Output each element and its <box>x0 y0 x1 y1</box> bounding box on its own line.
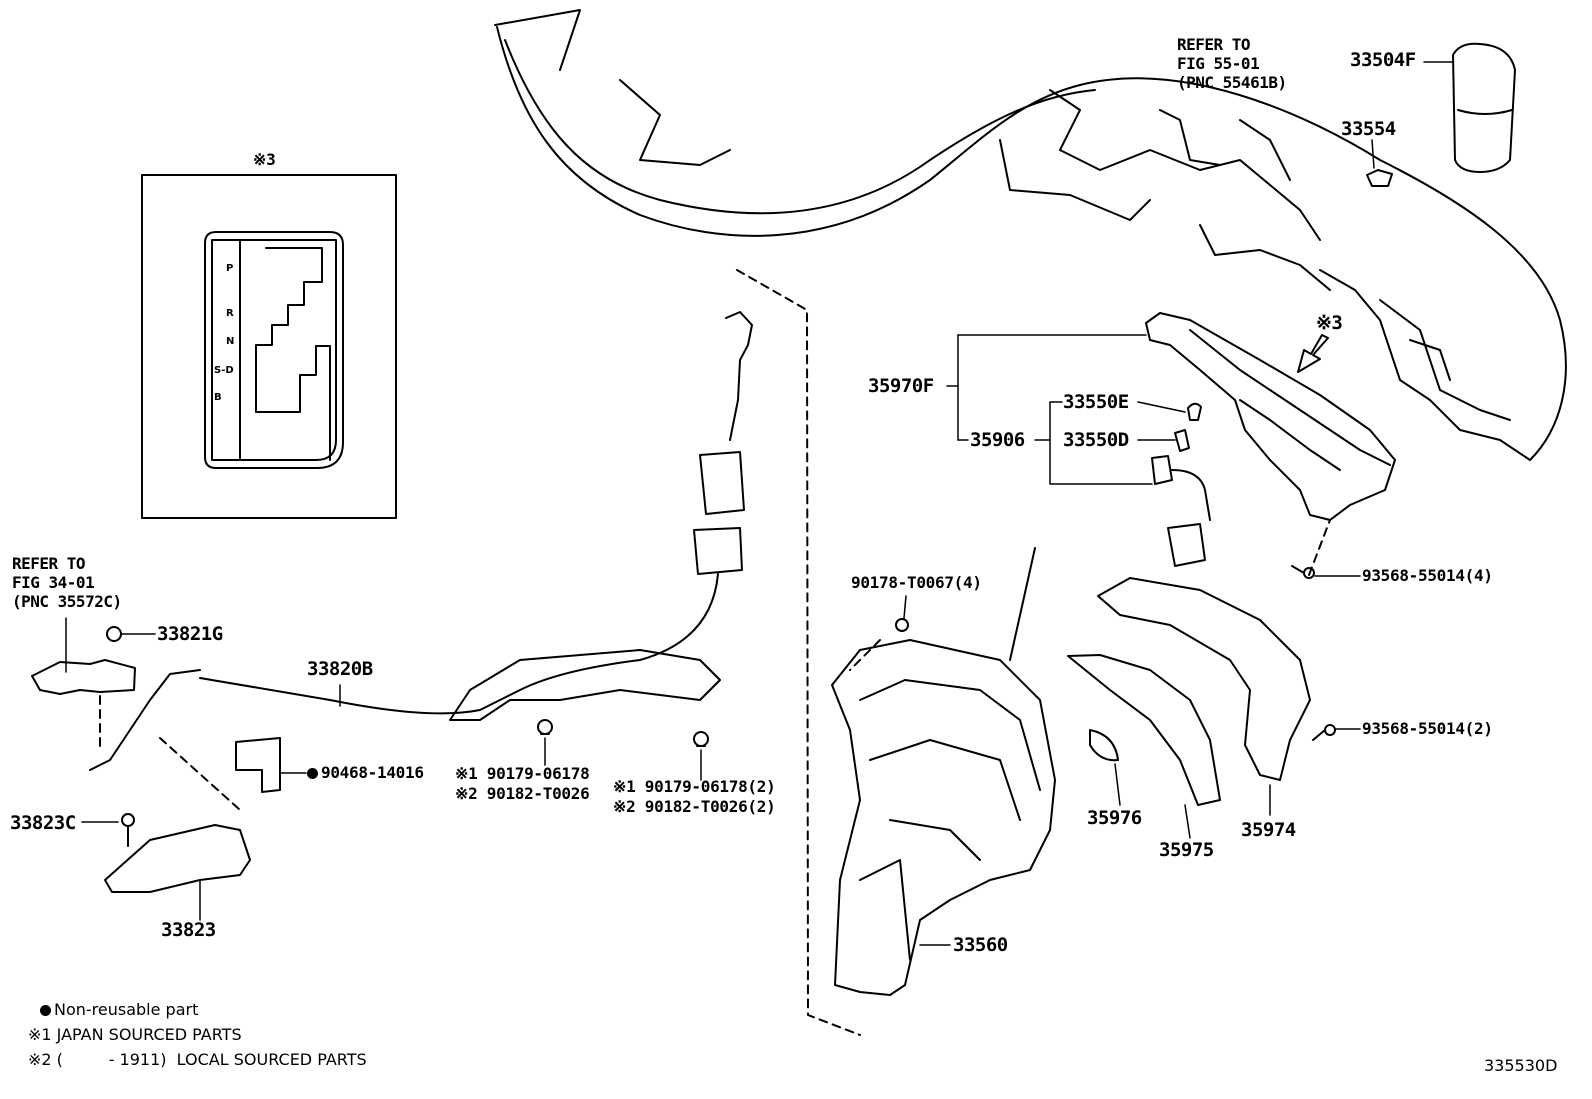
gate-b: B <box>214 392 222 403</box>
refer-fig55-line3: (PNC 55461B) <box>1177 73 1287 92</box>
gate-n: N <box>226 336 235 347</box>
refer-fig55-line1: REFER TO <box>1177 35 1251 54</box>
label-35970F: 35970F <box>868 375 934 397</box>
gate-r: R <box>226 308 234 319</box>
legend-nonreusable-text: Non-reusable part <box>54 1000 199 1019</box>
label-35974: 35974 <box>1241 819 1296 841</box>
label-33823C: 33823C <box>10 812 76 834</box>
label-93568-2: 93568-55014(2) <box>1362 719 1493 738</box>
figure-code: 335530D <box>1484 1056 1558 1075</box>
label-mid-local: ※2 90182-T0026 <box>455 784 590 803</box>
leader-lines <box>65 61 1453 946</box>
indicator-housing-drawing <box>1145 312 1396 521</box>
bezel-parts-drawing <box>1067 577 1311 806</box>
label-35975: 35975 <box>1159 839 1214 861</box>
refer-fig34-line1: REFER TO <box>12 554 86 573</box>
label-33821G: 33821G <box>157 623 223 645</box>
lever-assembly-drawing <box>831 547 1056 996</box>
label-arrow-note: ※3 <box>1316 312 1343 334</box>
legend-japan: ※1 JAPAN SOURCED PARTS <box>28 1025 242 1044</box>
refer-fig34-line2: FIG 34-01 <box>12 573 95 592</box>
console-panel-drawing <box>494 9 1567 461</box>
brackets-drawing <box>31 659 281 893</box>
legend-local: ※2 ( - 1911) LOCAL SOURCED PARTS <box>28 1050 367 1069</box>
label-90468: 90468-14016 <box>307 764 424 782</box>
dashed-guides <box>99 269 1331 1036</box>
shift-knob-drawing <box>1452 42 1516 173</box>
clip-drawing <box>1366 169 1393 187</box>
gate-p: P <box>226 263 234 274</box>
legend-dot <box>40 1005 51 1016</box>
refer-fig34-line3: (PNC 35572C) <box>12 592 122 611</box>
shift-gate-drawing <box>204 231 344 469</box>
label-35976: 35976 <box>1087 807 1142 829</box>
inset-box <box>141 174 397 519</box>
label-33823: 33823 <box>161 919 216 941</box>
label-90178: 90178-T0067(4) <box>851 573 982 592</box>
label-33550E: 33550E <box>1063 391 1129 413</box>
label-93568-4: 93568-55014(4) <box>1362 566 1493 585</box>
bulb-socket-drawing <box>1151 402 1211 567</box>
refer-fig55-line2: FIG 55-01 <box>1177 54 1260 73</box>
label-right-local: ※2 90182-T0026(2) <box>613 797 776 816</box>
label-33560: 33560 <box>953 934 1008 956</box>
inset-title: ※3 <box>253 150 276 169</box>
label-33820B: 33820B <box>307 658 373 680</box>
screws-drawing <box>106 565 1336 847</box>
label-33554: 33554 <box>1341 118 1396 140</box>
nonreusable-dot <box>307 768 318 779</box>
legend-nonreusable: Non-reusable part <box>40 1000 198 1019</box>
refer-fig34: REFER TO FIG 34-01 (PNC 35572C) <box>12 554 122 611</box>
direction-arrow <box>1297 334 1329 373</box>
gate-s-d: S-D <box>214 365 234 376</box>
label-33504F: 33504F <box>1350 49 1416 71</box>
label-right-japan: ※1 90179-06178(2) <box>613 777 776 796</box>
refer-fig55: REFER TO FIG 55-01 (PNC 55461B) <box>1177 35 1287 92</box>
label-35906: 35906 <box>970 429 1025 451</box>
label-33550D: 33550D <box>1063 429 1129 451</box>
shift-cable-drawing <box>89 311 753 771</box>
label-mid-japan: ※1 90179-06178 <box>455 764 590 783</box>
label-90468-text: 90468-14016 <box>321 763 424 782</box>
